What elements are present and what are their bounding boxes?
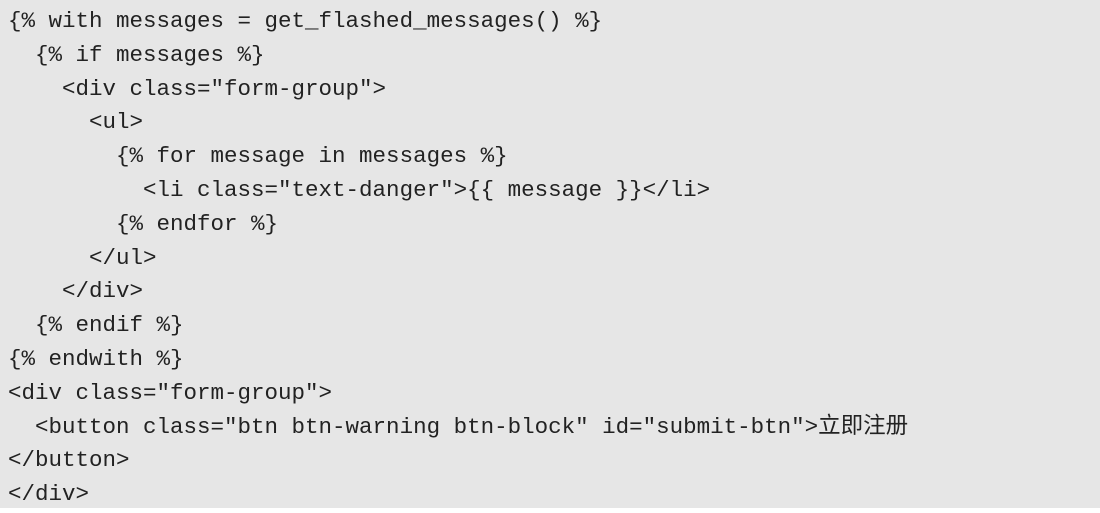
code-line: </ul> (8, 244, 157, 271)
code-line: <ul> (8, 109, 144, 136)
code-line: </div> (8, 278, 144, 305)
code-line: </button> (8, 447, 130, 474)
code-line: {% endif %} (8, 312, 184, 339)
code-line: <button class="btn btn-warning btn-block… (8, 413, 909, 440)
code-line: </div> (8, 481, 90, 508)
code-line: {% with messages = get_flashed_messages(… (8, 8, 603, 34)
code-line: {% if messages %} (8, 41, 265, 68)
code-line: <div class="form-group"> (8, 379, 333, 406)
code-line: <li class="text-danger">{{ message }}</l… (8, 176, 711, 203)
code-line: <div class="form-group"> (8, 75, 387, 102)
code-line: {% for message in messages %} (8, 143, 508, 170)
code-line: {% endwith %} (8, 345, 184, 372)
code-line: {% endfor %} (8, 210, 279, 237)
